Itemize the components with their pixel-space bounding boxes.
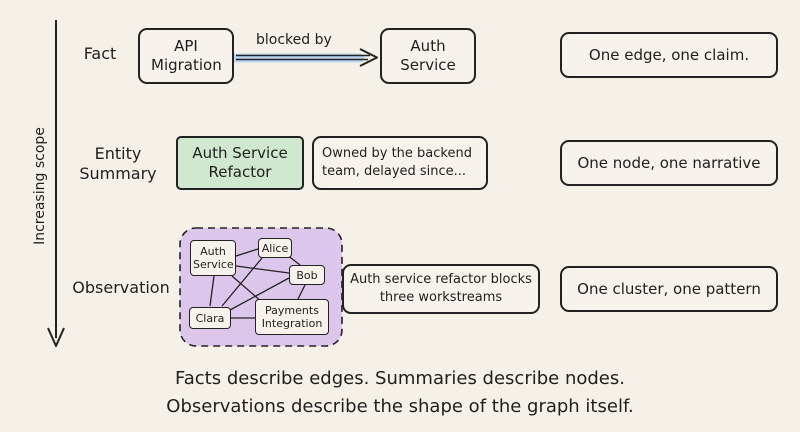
edge-bob-clara [229,277,290,311]
node-auth-service-refactor: Auth Service Refactor [176,136,304,190]
observation-summary-text: Auth service refactor blocks three works… [350,272,532,305]
principle-entity-summary-text: One node, one narrative [577,153,761,172]
row-label-observation: Observation [72,278,170,297]
fact-edge-arrowhead [359,48,378,67]
row-label-entity-summary-text: Entity Summary [79,144,157,183]
cluster-node-alice-label: Alice [261,241,289,255]
caption-line-2: Observations describe the shape of the g… [166,396,634,417]
cluster-node-bob: Bob [289,265,325,285]
row-label-fact: Fact [83,44,117,63]
entity-summary-note-text: Owned by the backend team, delayed since… [322,146,472,179]
cluster-node-payments-integration: Payments Integration [255,299,329,335]
node-auth-service-label: Auth Service [400,37,456,74]
cluster-node-clara-label: Clara [195,311,225,325]
caption-line-1: Facts describe edges. Summaries describe… [175,368,625,389]
principle-fact: One edge, one claim. [560,32,778,78]
edge-alice-clara [221,257,263,307]
entity-summary-note: Owned by the backend team, delayed since… [312,136,488,190]
cluster-node-clara: Clara [189,307,231,329]
node-api-migration-label: API Migration [151,37,222,74]
principle-observation-text: One cluster, one pattern [577,279,761,298]
node-auth-service: Auth Service [380,28,476,84]
cluster-node-auth-service-label: Auth Service [193,245,234,271]
edge-label-blocked-by: blocked by [256,32,332,48]
edge-auth-clara [209,275,215,307]
row-label-entity-summary: Entity Summary [78,144,158,184]
edge-auth-alice [235,248,259,257]
scope-axis-label: Increasing scope [32,127,48,245]
node-auth-service-refactor-label: Auth Service Refactor [192,144,288,181]
edge-auth-bob [235,265,290,274]
cluster-node-auth-service: Auth Service [190,240,236,276]
cluster-node-bob-label: Bob [296,268,318,282]
cluster-node-alice: Alice [258,238,292,258]
edge-auth-payments [231,275,263,303]
cluster-node-payments-integration-label: Payments Integration [261,304,323,330]
edge-bob-payments [297,282,307,300]
principle-entity-summary: One node, one narrative [560,140,778,186]
principle-observation: One cluster, one pattern [560,266,778,312]
principle-fact-text: One edge, one claim. [588,45,750,64]
node-api-migration: API Migration [138,28,234,84]
observation-summary: Auth service refactor blocks three works… [342,264,540,314]
scope-axis-arrowhead [47,327,65,347]
